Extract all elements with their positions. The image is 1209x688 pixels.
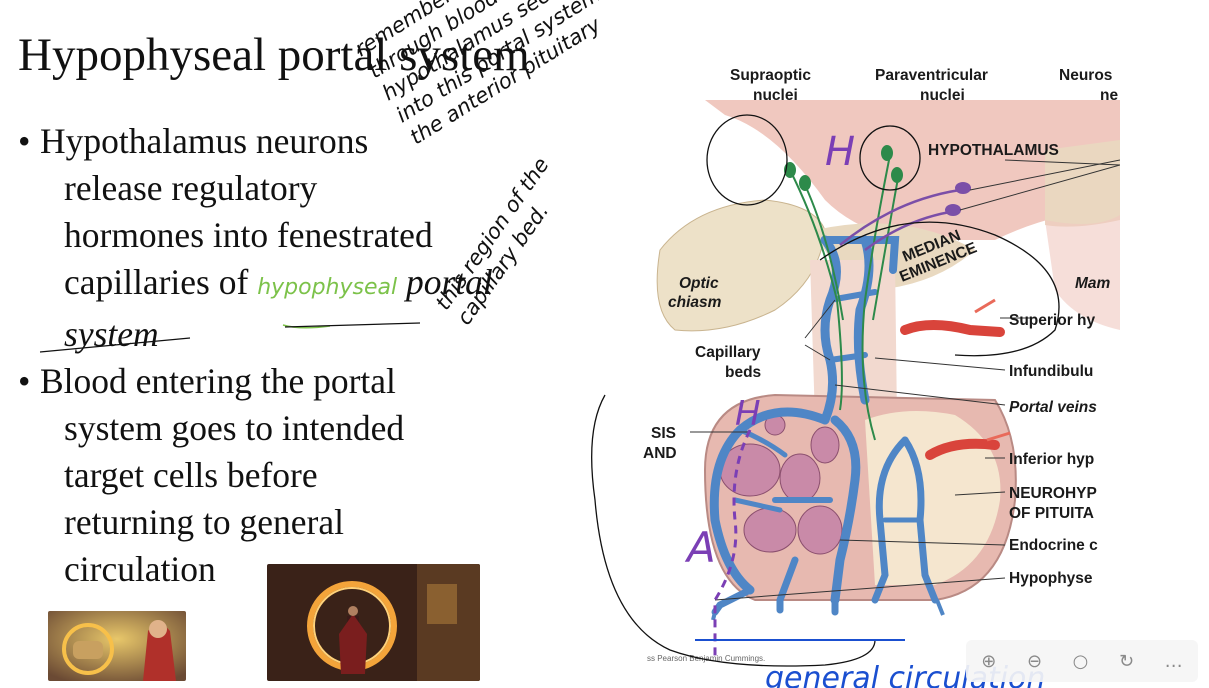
label-inferior: Inferior hyp	[1009, 451, 1094, 468]
label-chiasm: chiasm	[668, 294, 722, 311]
hypothalamus-tissue	[705, 100, 1120, 240]
label-portal-veins: Portal veins	[1009, 399, 1097, 416]
leader-lines	[690, 159, 1120, 601]
superior-artery	[900, 320, 1005, 337]
thumbnail-image-2	[267, 564, 480, 681]
label-capillary: Capillary	[695, 344, 761, 361]
bullet-item-2: • Blood entering the portal system goes …	[18, 358, 538, 593]
label-hypophyse: Hypophyse	[1009, 570, 1093, 587]
neuron-bodies	[784, 145, 903, 191]
label-sis: SIS	[651, 425, 676, 442]
label-paraventricular-nuclei: nuclei	[920, 87, 965, 104]
label-neuros: Neuros	[1059, 67, 1112, 84]
label-neuros-2: ne	[1100, 87, 1118, 104]
handwritten-h-top: H	[825, 129, 855, 175]
bullet-marker: •	[18, 361, 31, 401]
label-of-pituita: OF PITUITA	[1009, 505, 1094, 522]
label-optic: Optic	[679, 275, 719, 292]
ink-loop	[819, 221, 1060, 357]
label-infundibulum: Infundibulu	[1009, 363, 1093, 380]
handwritten-h-side: H	[735, 394, 761, 434]
pituitary-diagram: Supraoptic nuclei Paraventricular nuclei…	[591, 67, 1120, 688]
bullet-line: target cells before	[64, 455, 318, 495]
neurons-purple	[839, 188, 961, 252]
portal-scene-image	[267, 564, 480, 681]
handwritten-insert: hypophyseal	[257, 275, 398, 300]
italic-term: portal	[405, 262, 493, 302]
bullet-line: returning to general	[64, 502, 344, 542]
slide-title: Hypophyseal portal system	[18, 29, 530, 81]
viewer-toolbar: ⊕ ⊖ ○ ↻ …	[966, 640, 1198, 682]
mamillary-region	[1045, 215, 1120, 330]
bullet-line: Hypothalamus neurons	[40, 121, 369, 161]
purple-dashed-trace	[713, 429, 752, 660]
more-icon[interactable]: …	[1164, 650, 1183, 672]
purple-neuron-bodies	[945, 182, 971, 216]
green-underline	[282, 324, 331, 329]
bullet-line: system goes to intended	[64, 408, 405, 448]
bullet-item-1: • Hypothalamus neurons release regulator…	[18, 118, 538, 358]
zoom-in-icon[interactable]: ⊕	[981, 650, 997, 672]
diagram-labels: Supraoptic nuclei Paraventricular nuclei…	[643, 67, 1118, 663]
arrow-icon	[974, 298, 996, 314]
label-endocrine: Endocrine c	[1009, 537, 1098, 554]
bullet-list: • Hypothalamus neurons release regulator…	[18, 118, 538, 593]
ink-underline	[39, 337, 191, 353]
label-beds: beds	[725, 364, 761, 381]
arrow-icon	[986, 431, 1011, 442]
label-supraoptic: Supraoptic	[730, 67, 811, 84]
arrow-icon	[935, 599, 945, 616]
italic-term: system	[64, 314, 159, 354]
label-paraventricular: Paraventricular	[875, 67, 988, 84]
hero-illustration	[48, 611, 186, 681]
image-credit: ss Pearson Benjamin Cummings.	[647, 654, 765, 663]
handwritten-a-side: A	[684, 523, 716, 572]
ink-circle	[859, 125, 921, 191]
bullet-line: circulation	[64, 549, 216, 589]
optic-chiasm-shape	[656, 199, 826, 332]
inferior-artery	[925, 438, 1000, 460]
bullet-marker: •	[18, 121, 31, 161]
thumbnail-image-1	[48, 611, 186, 681]
ink-circle	[706, 114, 788, 206]
label-hypothalamus: HYPOTHALAMUS	[928, 142, 1059, 159]
label-supraoptic-nuclei: nuclei	[753, 87, 798, 104]
ink-loop	[591, 394, 876, 667]
bullet-line: hormones into fenestrated	[64, 215, 433, 255]
rotate-icon[interactable]: ↻	[1118, 650, 1135, 672]
bullet-line: Blood entering the portal	[40, 361, 396, 401]
ink-underline	[284, 322, 421, 328]
bullet-line-capillaries: capillaries of hypophyseal portal	[40, 259, 538, 311]
neurosecretory-region	[1045, 140, 1120, 227]
portal-vessels	[709, 235, 939, 616]
bullet-line: release regulatory	[64, 168, 318, 208]
label-neurohyp: NEUROHYP	[1009, 485, 1097, 502]
search-icon[interactable]: ○	[1072, 650, 1089, 672]
label-and: AND	[643, 445, 677, 462]
zoom-out-icon[interactable]: ⊖	[1026, 650, 1043, 672]
label-mam: Mam	[1075, 275, 1111, 292]
label-superior: Superior hy	[1009, 312, 1096, 329]
bullet-line-text: capillaries of	[64, 262, 249, 302]
